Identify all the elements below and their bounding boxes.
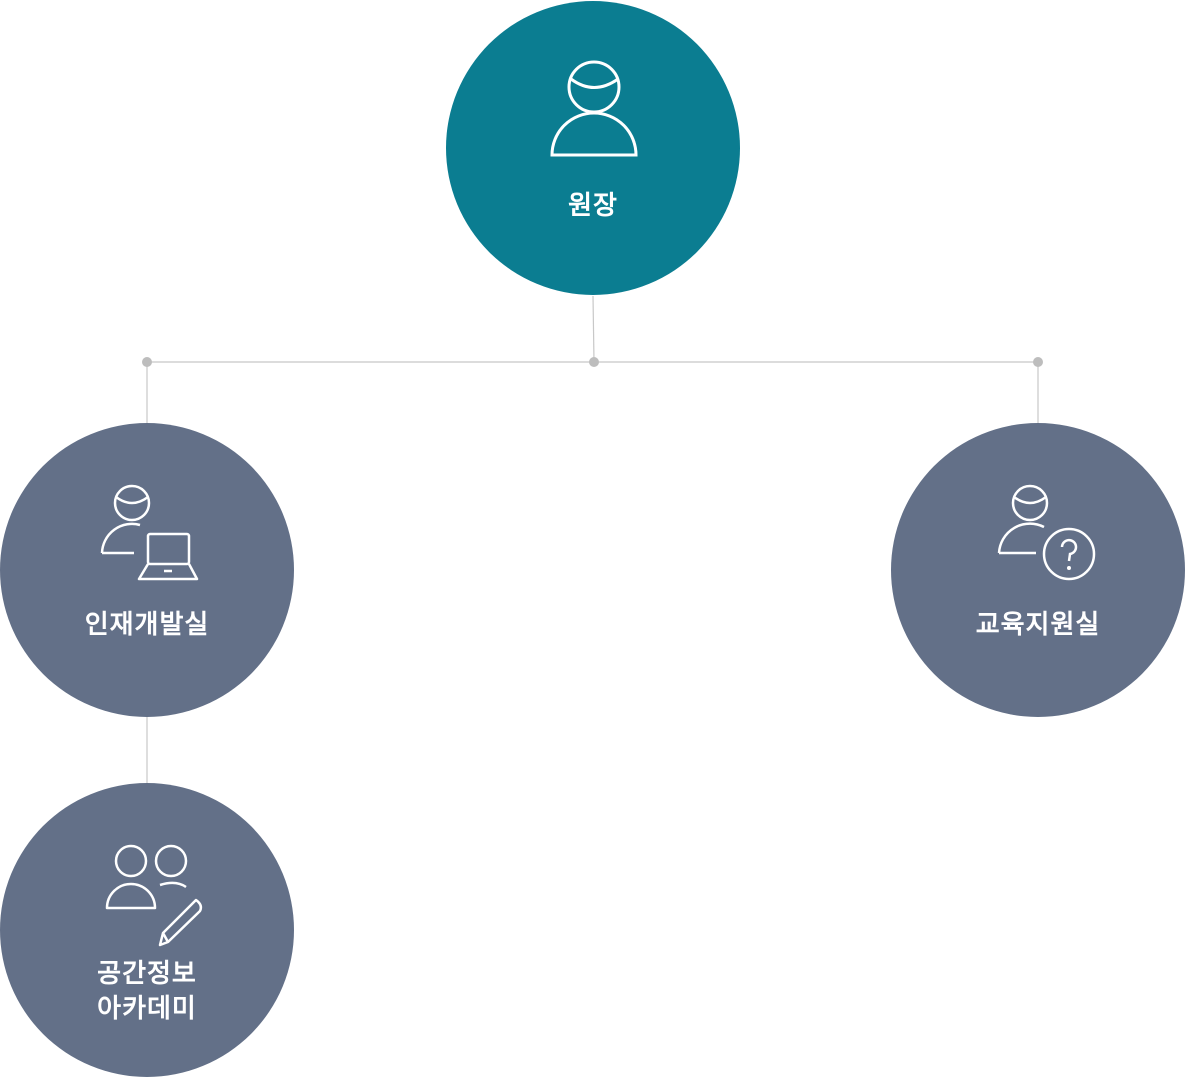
node-education-support: 교육지원실 bbox=[891, 423, 1185, 717]
node-academy: 공간정보 아카데미 bbox=[0, 783, 294, 1077]
node-director: 원장 bbox=[446, 1, 740, 295]
node-hr-development: 인재개발실 bbox=[0, 423, 294, 717]
node-label-line1: 공간정보 bbox=[97, 959, 197, 989]
person-laptop-icon bbox=[100, 484, 199, 581]
people-pencil-icon bbox=[105, 844, 203, 947]
node-label-line2: 아카데미 bbox=[97, 994, 197, 1024]
connector-dot bbox=[1033, 357, 1043, 367]
person-question-icon bbox=[997, 484, 1096, 581]
node-label: 인재개발실 bbox=[84, 610, 210, 640]
connector-dot bbox=[142, 357, 152, 367]
connector-dot bbox=[589, 357, 599, 367]
node-label: 교육지원실 bbox=[975, 610, 1101, 640]
person-icon bbox=[550, 60, 638, 157]
node-label: 원장 bbox=[568, 191, 618, 221]
